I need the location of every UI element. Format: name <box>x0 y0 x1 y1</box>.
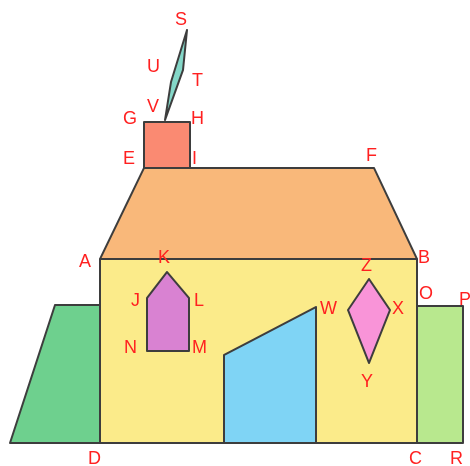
label-u: U <box>147 56 160 76</box>
label-t: T <box>192 70 203 90</box>
label-i: I <box>192 148 197 168</box>
label-k: K <box>158 247 170 267</box>
label-j: J <box>131 290 140 310</box>
label-r: R <box>450 448 463 466</box>
label-y: Y <box>361 371 373 391</box>
pentagon-window <box>146 271 190 352</box>
label-s: S <box>175 9 187 29</box>
label-w: W <box>320 298 337 318</box>
diamond-window <box>347 278 391 364</box>
label-d: D <box>88 448 101 466</box>
label-g: G <box>123 108 137 128</box>
label-z: Z <box>361 255 372 275</box>
label-v: V <box>147 96 159 116</box>
label-a: A <box>79 251 91 271</box>
label-c: C <box>409 448 422 466</box>
label-h: H <box>191 108 204 128</box>
chimney <box>143 121 191 169</box>
label-e: E <box>123 148 135 168</box>
door <box>223 306 317 444</box>
roof <box>99 167 418 260</box>
label-x: X <box>392 298 404 318</box>
label-f: F <box>366 145 377 165</box>
label-p: P <box>459 289 470 309</box>
label-m: M <box>192 337 207 357</box>
label-l: L <box>194 290 204 310</box>
label-b: B <box>418 247 430 267</box>
label-o: O <box>419 283 433 303</box>
label-n: N <box>124 337 137 357</box>
chimney-smoke <box>164 29 188 121</box>
left-shed <box>9 304 101 444</box>
right-shed <box>416 305 464 444</box>
